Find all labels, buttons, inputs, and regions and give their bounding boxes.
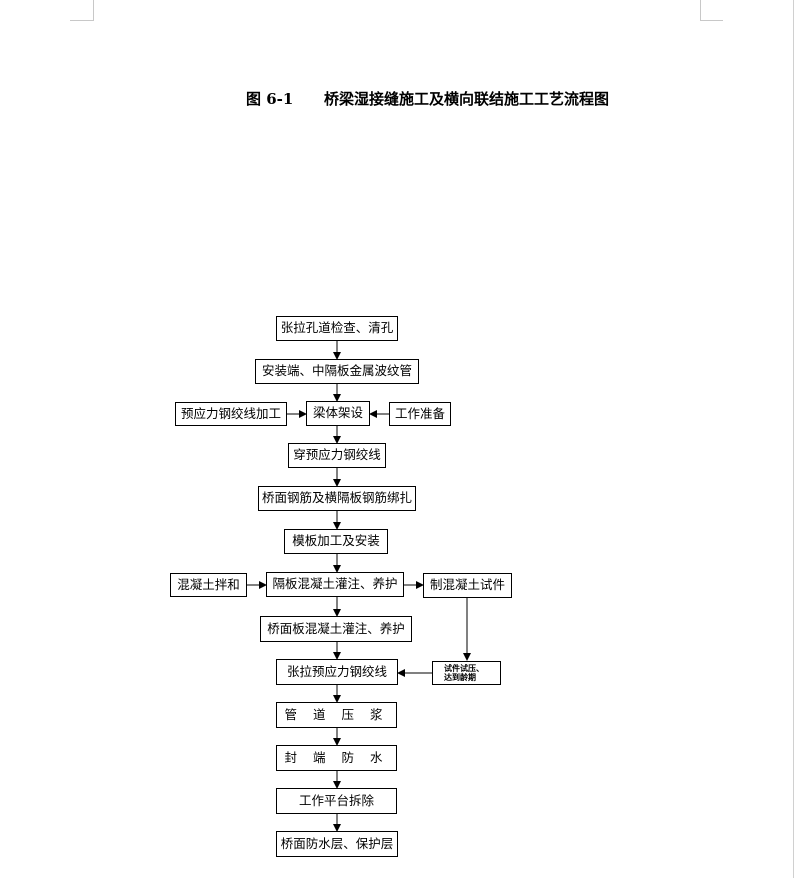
side-prestress-strand-processing: 预应力钢绞线加工: [175, 402, 287, 426]
crop-mark-top-right: [700, 0, 723, 21]
step-thread-strand: 穿预应力钢绞线: [288, 443, 386, 468]
crop-mark-top-left: [70, 0, 94, 21]
step-rebar-binding: 桥面钢筋及横隔板钢筋绑扎: [258, 486, 416, 511]
step-end-sealing: 封 端 防 水: [276, 745, 397, 771]
step-install-corrugated-pipe: 安装端、中隔板金属波纹管: [255, 359, 419, 384]
step-deck-waterproofing: 桥面防水层、保护层: [276, 831, 398, 857]
step-duct-inspection: 张拉孔道检查、清孔: [276, 316, 398, 341]
side-make-specimen: 制混凝土试件: [423, 573, 512, 598]
step-duct-grouting-label: 管 道 压 浆: [284, 706, 389, 722]
step-formwork: 模板加工及安装: [284, 529, 388, 554]
figure-number: 图 6-1: [246, 90, 294, 108]
step-tension-strand: 张拉预应力钢绞线: [276, 659, 398, 685]
specimen-test-line-1: 试件试压、: [444, 663, 484, 673]
page-edge: [793, 0, 794, 878]
side-specimen-test: 试件试压、 达到龄期: [432, 661, 501, 685]
step-diaphragm-concrete: 隔板混凝土灌注、养护: [266, 572, 404, 597]
side-concrete-mixing: 混凝土拌和: [170, 573, 247, 597]
specimen-test-line-2: 达到龄期: [444, 673, 476, 682]
step-duct-grouting: 管 道 压 浆: [276, 702, 397, 728]
figure-title: 图 6-1 桥梁湿接缝施工及横向联结施工工艺流程图: [246, 88, 609, 109]
step-platform-removal: 工作平台拆除: [276, 788, 397, 814]
side-work-preparation: 工作准备: [389, 402, 451, 426]
figure-caption: 桥梁湿接缝施工及横向联结施工工艺流程图: [324, 90, 610, 108]
step-beam-erection: 梁体架设: [306, 401, 370, 426]
step-end-sealing-label: 封 端 防 水: [284, 749, 389, 765]
step-deck-concrete: 桥面板混凝土灌注、养护: [260, 616, 412, 642]
